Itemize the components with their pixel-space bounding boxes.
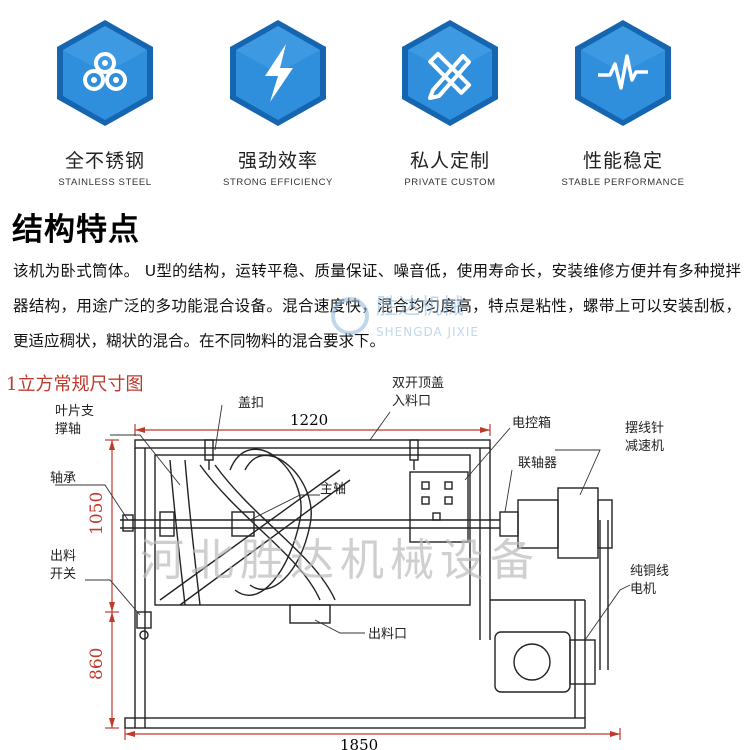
- dimension-diagram: 1立方常规尺寸图 1220 1050 860 1850: [6, 374, 669, 750]
- label-blade-support-2: 撑轴: [55, 422, 81, 437]
- label-double-lid-2: 入料口: [392, 394, 431, 409]
- feature-row: 全不锈钢 STAINLESS STEEL 强劲效率 STRONG EFFICIE…: [0, 0, 750, 200]
- diagram-title: 1立方常规尺寸图: [6, 374, 143, 395]
- label-reducer-1: 摆线针: [625, 421, 664, 436]
- dim-width-top: [134, 424, 491, 436]
- watermark-logo-en: SHENGDA JIXIE: [376, 325, 479, 339]
- dim-height-upper-label: 1050: [87, 492, 107, 535]
- label-coupling: 联轴器: [518, 456, 557, 471]
- feature-subtitle: STRONG EFFICIENCY: [223, 177, 333, 188]
- diagram-labels: 叶片支 撑轴 盖扣 双开顶盖 入料口 电控箱 摆线针 减速机 联轴器 轴承 主轴…: [50, 376, 669, 642]
- watermark-logo: 胜达机械 SHENGDA JIXIE: [331, 295, 479, 339]
- machine-drawing: [120, 439, 613, 729]
- pencil-ruler-icon: [402, 20, 498, 126]
- label-lid-buckle: 盖扣: [238, 396, 264, 411]
- label-copper-motor-1: 纯铜线: [630, 564, 669, 579]
- label-blade-support-1: 叶片支: [55, 404, 94, 419]
- feature-stable-performance: 性能稳定 STABLE PERFORMANCE: [538, 0, 708, 200]
- label-bearing: 轴承: [50, 471, 76, 486]
- feature-subtitle: STABLE PERFORMANCE: [561, 177, 685, 188]
- feature-subtitle: STAINLESS STEEL: [58, 177, 152, 188]
- label-main-shaft: 主轴: [320, 482, 346, 497]
- label-discharge-port: 出料口: [368, 627, 407, 642]
- feature-strong-efficiency: 强劲效率 STRONG EFFICIENCY: [193, 0, 363, 200]
- leader-lines: [55, 404, 631, 641]
- description-text: 该机为卧式筒体。 U型的结构，运转平稳、质量保证、噪音低，使用寿命长，安装维修方…: [13, 262, 741, 350]
- label-reducer-2: 减速机: [625, 439, 664, 454]
- feature-subtitle: PRIVATE CUSTOM: [404, 177, 496, 188]
- feature-title: 强劲效率: [237, 150, 318, 172]
- label-discharge-switch-1: 出料: [50, 549, 76, 564]
- pulse-icon: [575, 20, 671, 126]
- label-discharge-switch-2: 开关: [50, 567, 76, 582]
- dim-height: [105, 439, 119, 729]
- dim-width-bottom: [124, 728, 621, 740]
- label-copper-motor-2: 电机: [630, 582, 656, 597]
- label-double-lid-1: 双开顶盖: [392, 376, 444, 391]
- section-title: 结构特点: [12, 212, 140, 248]
- feature-title: 全不锈钢: [64, 150, 145, 172]
- dim-height-lower-label: 860: [87, 648, 107, 680]
- watermark-logo-cn: 胜达机械: [376, 295, 464, 320]
- dim-width-bottom-label: 1850: [340, 736, 378, 750]
- dim-width-top-label: 1220: [290, 411, 328, 429]
- feature-private-custom: 私人定制 PRIVATE CUSTOM: [365, 0, 535, 200]
- feature-stainless-steel: 全不锈钢 STAINLESS STEEL: [20, 0, 190, 200]
- label-control-box: 电控箱: [512, 415, 551, 431]
- diagram-watermark: 河北胜达机械设备: [140, 535, 540, 586]
- feature-title: 私人定制: [409, 150, 490, 172]
- pipes-icon: [57, 20, 153, 126]
- feature-title: 性能稳定: [582, 150, 663, 172]
- lightning-icon: [230, 20, 326, 126]
